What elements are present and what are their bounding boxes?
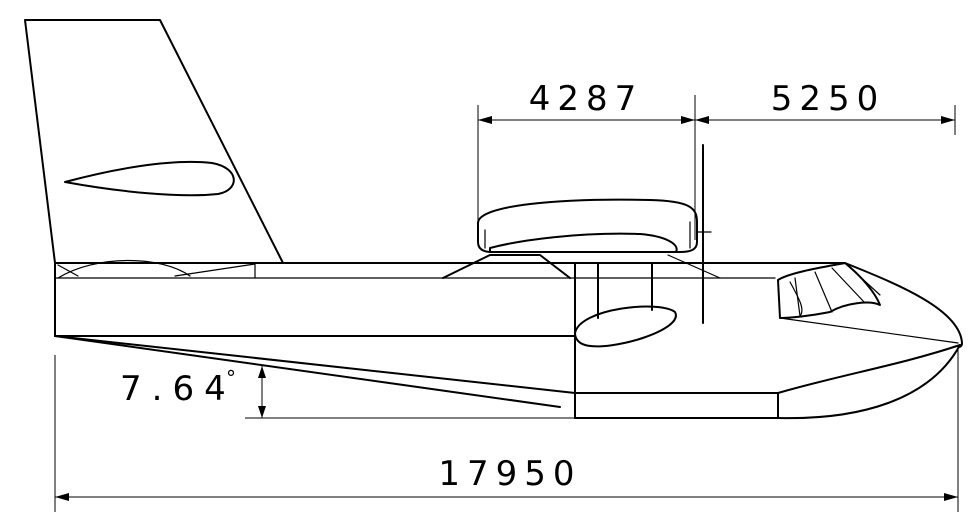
dimension-label-5250: 5250	[771, 79, 886, 119]
degree-symbol: °	[226, 366, 236, 390]
dimension-wing-chord: 4287	[477, 79, 696, 240]
dimension-label-17950: 17950	[438, 454, 581, 494]
dimension-label-7-64: 7.64	[120, 369, 236, 409]
dimension-label-4287: 4287	[529, 79, 644, 119]
vertical-tail-fin	[24, 19, 284, 279]
engine-pylon	[574, 262, 677, 348]
dimension-nose-to-wing: 5250	[695, 79, 956, 135]
propeller	[696, 144, 712, 324]
wing-root-fairing	[442, 254, 571, 279]
nacelle-intake	[574, 305, 677, 348]
cockpit-canopy	[777, 262, 881, 319]
dimension-tail-angle: 7.64 °	[120, 366, 575, 419]
fuselage-hull	[54, 262, 963, 420]
dimension-overall-length: 17950	[54, 350, 959, 512]
wing-section	[477, 198, 721, 279]
fin-root-fillet	[57, 259, 191, 279]
fin-airfoil-section	[64, 160, 235, 197]
